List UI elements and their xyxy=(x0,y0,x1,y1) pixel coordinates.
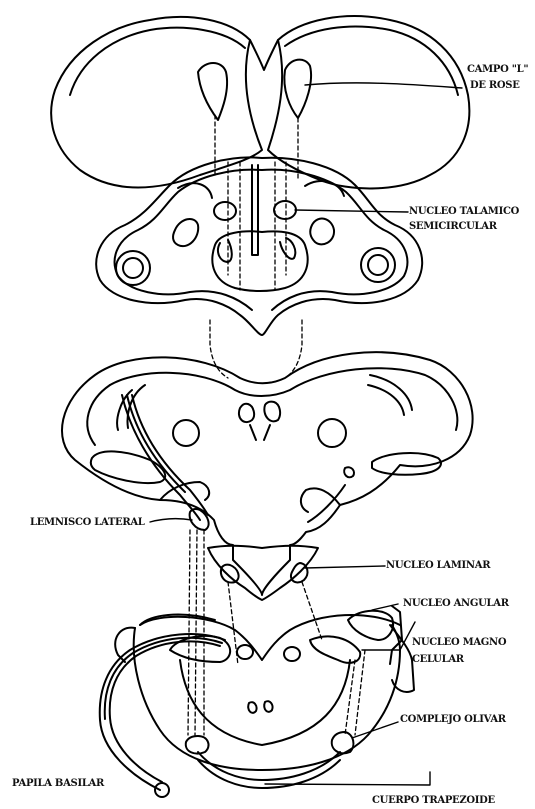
label-nucleo-talamico-line2: SEMICIRCULAR xyxy=(409,221,497,232)
diencephalon-outline xyxy=(96,157,422,335)
left-diencephalon-oval xyxy=(173,219,198,246)
proj-right-lower xyxy=(345,660,355,735)
forebrain-section xyxy=(51,16,469,188)
leader-lemnisco-lateral xyxy=(150,519,192,522)
right-midbrain-circle xyxy=(318,419,346,447)
label-papila-basilar: PAPILA BASILAR xyxy=(12,778,104,789)
leader-lines xyxy=(150,83,462,785)
medulla-outline xyxy=(134,625,400,770)
midbrain-section xyxy=(62,352,473,595)
leader-complejo-olivar xyxy=(352,722,398,738)
midbrain-center-nuclei xyxy=(239,402,280,440)
right-medulla-circle xyxy=(284,647,300,661)
medulla-small-oval-left xyxy=(248,702,256,713)
proj-mid-left-1 xyxy=(188,530,190,735)
label-nucleo-talamico-line1: NUCLEO TALAMICO xyxy=(409,206,519,217)
left-nucleo-magno xyxy=(170,636,230,662)
right-diencephalon-circle-outer xyxy=(361,248,395,282)
leader-cuerpo-trapezoide xyxy=(265,772,430,785)
proj-lam-right xyxy=(302,582,322,640)
left-diencephalon-circle-outer xyxy=(116,251,150,285)
left-nucleo-laminar xyxy=(221,565,239,583)
diencephalon-section xyxy=(96,157,422,335)
right-nucleo-talamico xyxy=(274,201,296,219)
diencephalon-upper-lobe-right xyxy=(305,181,344,196)
midbrain-inner-left xyxy=(87,385,110,445)
papila-basilar-end xyxy=(155,783,169,797)
label-nucleo-magno-line2: CELULAR xyxy=(412,654,464,665)
leader-nucleo-talamico xyxy=(295,210,408,212)
proj-right-lower-2 xyxy=(355,650,365,735)
left-center-kidney xyxy=(218,240,232,262)
leader-nucleo-laminar xyxy=(305,566,385,568)
left-nucleo-talamico xyxy=(214,202,236,220)
right-diencephalon-oval xyxy=(310,219,334,245)
diencephalon-upper-lobe-left xyxy=(178,183,212,198)
midbrain-small-oval xyxy=(344,467,354,477)
right-tectum-fold xyxy=(368,375,412,415)
right-nucleo-angular xyxy=(348,611,393,640)
label-nucleo-laminar: NUCLEO LAMINAR xyxy=(386,560,490,571)
label-campo-l-line2: DE ROSE xyxy=(470,80,520,91)
right-campo-l xyxy=(284,60,311,118)
right-center-kidney xyxy=(280,238,295,259)
right-diencephalon-circle-inner xyxy=(368,255,388,275)
label-campo-l-line1: CAMPO "L" xyxy=(467,64,528,75)
leader-campo-l xyxy=(305,83,462,88)
diencephalon-inner xyxy=(115,170,408,310)
label-cuerpo-trapezoide: CUERPO TRAPEZOIDE xyxy=(372,795,495,806)
left-complejo-olivar xyxy=(186,736,209,754)
label-nucleo-magno-line1: NUCLEO MAGNO xyxy=(412,637,506,648)
label-lemnisco-lateral: LEMNISCO LATERAL xyxy=(30,517,145,528)
left-hemisphere xyxy=(51,17,262,188)
left-hemisphere-inner xyxy=(70,28,245,95)
medulla-left-lobe xyxy=(115,628,135,662)
medulla-section xyxy=(100,606,414,797)
left-medulla-circle xyxy=(237,645,253,659)
midbrain-outline xyxy=(62,352,473,595)
right-nucleo-magno xyxy=(310,636,360,662)
third-ventricle xyxy=(252,165,258,255)
left-campo-l xyxy=(198,63,227,120)
left-diencephalon-circle-inner xyxy=(123,258,143,278)
left-midbrain-circle xyxy=(173,420,199,446)
medulla-small-oval-right xyxy=(264,701,272,712)
midbrain-inner-top xyxy=(110,368,457,430)
label-nucleo-angular: NUCLEO ANGULAR xyxy=(403,598,509,609)
label-complejo-olivar: COMPLEJO OLIVAR xyxy=(400,714,506,725)
papila-basilar-outer xyxy=(100,634,225,790)
midline-top xyxy=(250,40,278,70)
